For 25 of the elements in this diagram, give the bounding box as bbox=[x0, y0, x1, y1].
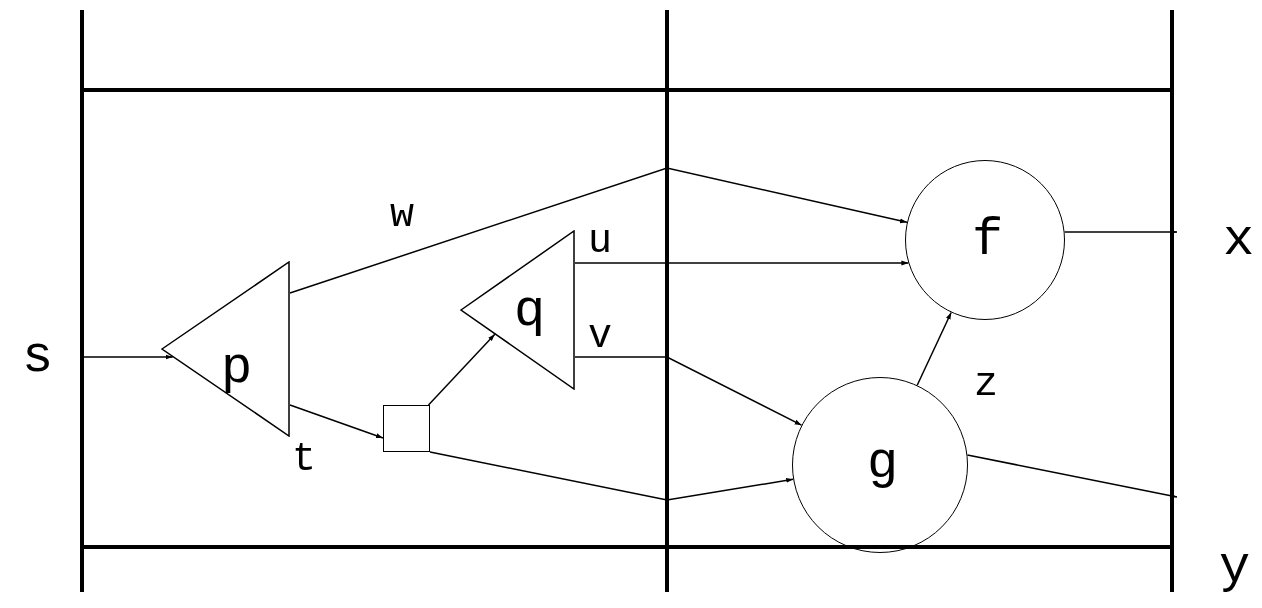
arrow bbox=[1063, 229, 1178, 235]
junction-box bbox=[383, 405, 430, 452]
edge-label: z bbox=[974, 365, 998, 405]
edge-label: u bbox=[588, 222, 612, 262]
arrow bbox=[574, 260, 910, 266]
node-label: g bbox=[867, 438, 899, 490]
triangle-block bbox=[161, 261, 290, 437]
edge-label: w bbox=[390, 196, 414, 236]
arrow bbox=[81, 354, 174, 360]
arrow bbox=[429, 451, 794, 501]
arrow bbox=[916, 311, 952, 386]
edge-label: v bbox=[588, 317, 612, 357]
node-label: y bbox=[1219, 542, 1251, 594]
arrow bbox=[574, 356, 803, 426]
arrow bbox=[427, 333, 496, 406]
node-label: x bbox=[1223, 215, 1255, 267]
arrow bbox=[289, 167, 908, 294]
edge-label: t bbox=[292, 440, 316, 480]
arrow bbox=[966, 454, 1178, 499]
arrow bbox=[289, 404, 384, 439]
node-label: p bbox=[221, 343, 253, 395]
node-label: q bbox=[514, 286, 546, 338]
triangle-block bbox=[460, 230, 575, 390]
node-label: s bbox=[22, 332, 54, 384]
node-label: f bbox=[972, 215, 1004, 267]
